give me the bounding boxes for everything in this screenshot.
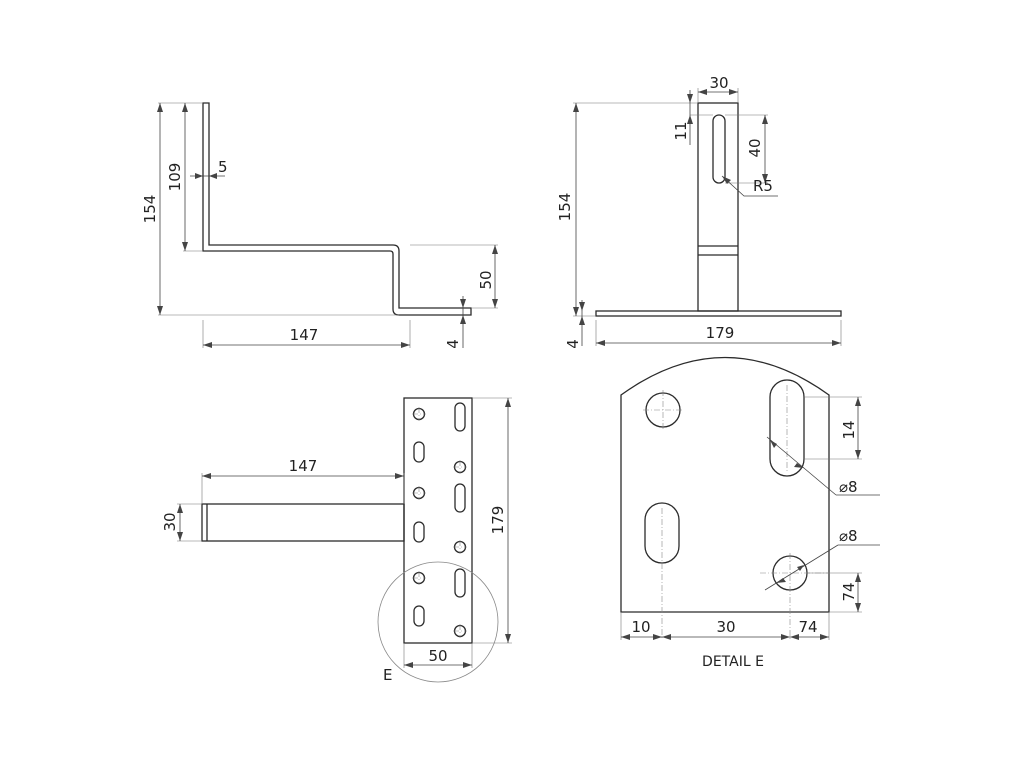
front-r5-leader bbox=[721, 175, 778, 197]
top-plate-features bbox=[412, 402, 467, 638]
detail-dim-30: 30 bbox=[716, 618, 735, 636]
top-dim-30: 30 bbox=[161, 512, 179, 531]
top-arm bbox=[201, 503, 405, 542]
side-dim-109: 109 bbox=[166, 163, 184, 192]
top-plate bbox=[403, 397, 473, 644]
detail-e-marker: E bbox=[383, 666, 392, 684]
detail-dim-14: 14 bbox=[840, 420, 858, 439]
front-dim-154: 154 bbox=[556, 193, 574, 222]
detail-title: DETAIL E bbox=[702, 654, 764, 670]
front-slot bbox=[712, 114, 726, 184]
side-dim-50: 50 bbox=[477, 270, 495, 289]
top-dim-147: 147 bbox=[289, 457, 318, 475]
front-base bbox=[595, 310, 842, 317]
side-dim-4: 4 bbox=[444, 339, 462, 349]
detail-dim-hole-dia: ⌀8 bbox=[839, 527, 858, 545]
front-dim-30: 30 bbox=[709, 74, 728, 92]
side-profile bbox=[202, 102, 472, 316]
detail-dim-10: 10 bbox=[631, 618, 650, 636]
front-dim-4: 4 bbox=[564, 339, 582, 349]
detail-e-view: 14 ⌀8 ⌀8 74 10 30 74 DETAIL E bbox=[620, 356, 880, 670]
detail-dim-74-horizontal: 74 bbox=[798, 618, 817, 636]
side-dim-147: 147 bbox=[290, 326, 319, 344]
top-dim-50: 50 bbox=[428, 647, 447, 665]
side-dim-5: 5 bbox=[218, 158, 228, 176]
detail-slot-top-right bbox=[769, 379, 805, 477]
detail-e-circle bbox=[377, 561, 499, 683]
front-dim-11: 11 bbox=[672, 121, 690, 140]
side-view: 154 109 5 147 50 4 bbox=[141, 102, 498, 349]
front-upright bbox=[697, 102, 739, 312]
detail-dim-slot-dia: ⌀8 bbox=[839, 478, 858, 496]
front-dim-r5: R5 bbox=[753, 177, 773, 195]
detail-slot-leader bbox=[766, 436, 837, 496]
top-dim-179: 179 bbox=[489, 506, 507, 535]
side-dim-154: 154 bbox=[141, 195, 159, 224]
front-dim-40: 40 bbox=[746, 138, 764, 157]
front-dim-179: 179 bbox=[706, 324, 735, 342]
detail-dim-74-vertical: 74 bbox=[840, 582, 858, 601]
detail-outline bbox=[620, 356, 830, 613]
front-view: 30 11 40 R5 154 179 4 bbox=[556, 74, 842, 349]
top-view: E 147 30 179 50 bbox=[161, 397, 512, 684]
